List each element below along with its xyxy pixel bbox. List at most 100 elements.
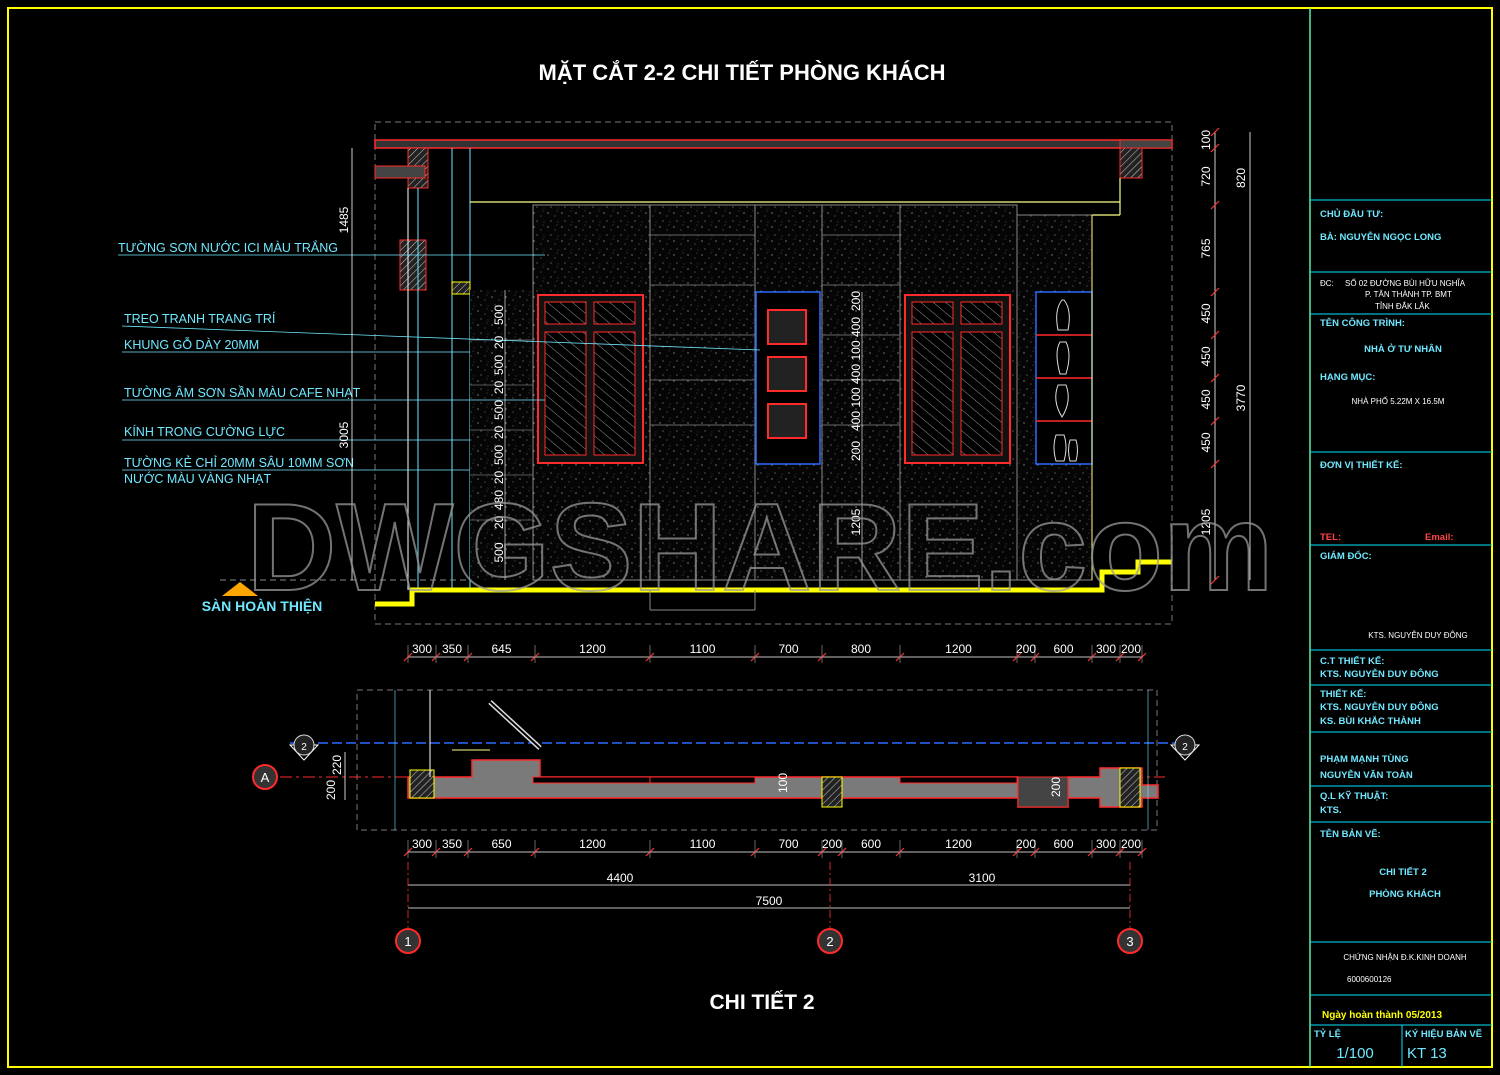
tb-qc: KTS.	[1320, 805, 1342, 816]
note-hang-painting: TREO TRANH TRANG TRÍ	[124, 311, 276, 326]
floor-level-marker	[222, 582, 258, 596]
tb-owner: BÀ: NGUYỄN NGỌC LONG	[1320, 231, 1441, 243]
axis-marker-a	[252, 764, 278, 790]
tb-item: NHÀ PHỐ 5.22M X 16.5M	[1352, 396, 1445, 406]
tb-sheet-name-1: CHI TIẾT 2	[1379, 867, 1427, 878]
tb-scale: 1/100	[1336, 1045, 1374, 1062]
dim-right-3: 450	[1199, 303, 1213, 323]
tb-cert-no: 6000600126	[1347, 975, 1392, 984]
tb-address-2: P. TÂN THÀNH TP. BMT	[1365, 290, 1452, 299]
dim-overall-7500: 7500	[756, 894, 783, 908]
tb-director: KTS. NGUYỄN DUY ĐÔNG	[1368, 631, 1467, 640]
dim-plan-200-left: 200	[324, 780, 338, 800]
dim-left-stack-1: 20	[492, 336, 506, 350]
tb-designer-unit-label: ĐƠN VỊ THIẾT KẾ:	[1320, 460, 1403, 471]
dim-elev-dims-4: 1100	[690, 642, 716, 656]
svg-text:2: 2	[1182, 742, 1188, 753]
dim-right-4: 450	[1199, 346, 1213, 366]
dim-plan-dims-7: 600	[861, 837, 881, 851]
tb-director-label: GIÁM ĐỐC:	[1320, 550, 1372, 562]
dim-center-stack-7: 1205	[849, 508, 863, 535]
dim-plan-dims-5: 700	[778, 837, 798, 851]
tb-scale-label: TỶ LỆ	[1314, 1028, 1341, 1040]
dim-elev-dims-8: 200	[1016, 642, 1036, 656]
dim-elev-dims-2: 645	[491, 642, 511, 656]
dim-elev-dims-6: 800	[851, 642, 871, 656]
title-top: MẶT CẮT 2-2 CHI TIẾT PHÒNG KHÁCH	[539, 60, 946, 85]
tb-sheet-name-label: TÊN BẢN VẼ:	[1320, 828, 1381, 840]
plan-view: 220 200 100 200 A 2 2	[252, 689, 1201, 831]
dim-right-outer-1: 3770	[1234, 384, 1248, 411]
finished-floor-line	[375, 559, 1172, 607]
tb-design-label: THIẾT KẾ:	[1320, 689, 1366, 700]
dim-left-stack-5: 20	[492, 426, 506, 440]
dim-elev-dims-1: 350	[442, 642, 462, 656]
tb-qc-label: Q.L KỸ THUẬT:	[1320, 790, 1388, 802]
dim-elev-dims-5: 700	[778, 642, 798, 656]
dim-left-stack-7: 20	[492, 471, 506, 485]
svg-text:2: 2	[301, 742, 307, 753]
dim-plan-dims-3: 1200	[579, 837, 606, 851]
section-mark-left: 2	[288, 734, 320, 761]
dim-left-stack-8: 480	[492, 490, 506, 510]
dim-left-stack-2: 500	[492, 355, 506, 375]
dim-plan-dims-2: 650	[491, 837, 511, 851]
dim-left-1485: 1485	[337, 206, 351, 233]
grid-axis-3-marker	[1117, 928, 1143, 954]
dim-center-stack-0: 200	[849, 291, 863, 311]
note-wood-frame: KHUNG GỖ DÀY 20MM	[124, 337, 259, 352]
dim-left-stack-3: 20	[492, 381, 506, 395]
note-tempered-glass: KÍNH TRONG CƯỜNG LỰC	[124, 424, 285, 439]
tb-project: NHÀ Ở TƯ NHÂN	[1364, 343, 1442, 355]
tb-address-label: ĐC:	[1320, 279, 1334, 288]
grid-axis-2-marker	[817, 928, 843, 954]
dim-plan-dims-9: 200	[1016, 837, 1036, 851]
dim-right-7: 1205	[1199, 508, 1213, 535]
tb-cert-label: CHỨNG NHẬN Đ.K.KINH DOANH	[1343, 953, 1467, 962]
dim-plan-dims-0: 300	[412, 837, 432, 851]
tb-code: KT 13	[1407, 1045, 1447, 1062]
dim-overall-3100: 3100	[969, 871, 996, 885]
dim-center-stack-5: 400	[849, 411, 863, 431]
dim-plan-dims-12: 200	[1121, 837, 1141, 851]
dim-overall-4400: 4400	[607, 871, 634, 885]
tb-owner-label: CHỦ ĐẦU TƯ:	[1320, 208, 1383, 220]
axis-label-a: A	[261, 770, 270, 785]
title-block: CHỦ ĐẦU TƯ: BÀ: NGUYỄN NGỌC LONG ĐC: SỐ …	[1310, 199, 1492, 1067]
dim-right-outer-0: 820	[1234, 168, 1248, 188]
dim-elev-dims-11: 200	[1121, 642, 1141, 656]
dim-plan-dims-1: 350	[442, 837, 462, 851]
dim-plan-dims-11: 300	[1096, 837, 1116, 851]
dim-left-stack-4: 500	[492, 400, 506, 420]
elevation-view: SÀN HOÀN THIỆN TƯỜNG SƠN NƯỚC ICI MÀU TR…	[118, 121, 1251, 625]
tb-design-2: KS. BÙI KHẮC THÀNH	[1320, 715, 1421, 727]
dim-left-stack-9: 20	[492, 516, 506, 530]
note-grooved-wall-1: TƯỜNG KẺ CHỈ 20MM SÂU 10MM SƠN	[124, 455, 354, 470]
dim-elev-dims-0: 300	[412, 642, 432, 656]
dim-left-3005: 3005	[337, 421, 351, 448]
tb-draw-1: PHẠM MẠNH TÙNG	[1320, 753, 1409, 765]
dim-plan-dims-10: 600	[1053, 837, 1073, 851]
tb-chief: KTS. NGUYỄN DUY ĐÔNG	[1320, 668, 1439, 680]
tb-code-label: KÝ HIỆU BẢN VẼ	[1405, 1028, 1482, 1040]
grid-axis-label-2: 2	[826, 934, 833, 949]
dim-elev-dims-9: 600	[1053, 642, 1073, 656]
note-wall-paint: TƯỜNG SƠN NƯỚC ICI MÀU TRẮNG	[118, 240, 338, 255]
dim-left-stack-0: 500	[492, 305, 506, 325]
dim-left-stack-10: 500	[492, 542, 506, 562]
dim-center-stack-2: 100	[849, 340, 863, 360]
tb-design-1: KTS. NGUYỄN DUY ĐÔNG	[1320, 701, 1439, 713]
watermark: DWGSHARE.com	[247, 479, 1274, 617]
dim-plan-dims-6: 200	[822, 837, 842, 851]
dim-elev-dims-10: 300	[1096, 642, 1116, 656]
dim-plan-200-right: 200	[1049, 777, 1063, 797]
tb-address-1: SỐ 02 ĐƯỜNG BÙI HỮU NGHĨA	[1345, 278, 1466, 288]
dim-plan-220: 220	[330, 755, 344, 775]
tb-chief-label: C.T THIẾT KẾ:	[1320, 656, 1384, 667]
dim-plan-100: 100	[776, 773, 790, 793]
dim-elev-dims-3: 1200	[579, 642, 606, 656]
dim-right-2: 765	[1199, 238, 1213, 258]
grid-axis-label-1: 1	[404, 934, 411, 949]
tb-sheet-name-2: PHÒNG KHÁCH	[1369, 888, 1441, 900]
dim-right-0: 100	[1199, 130, 1213, 150]
